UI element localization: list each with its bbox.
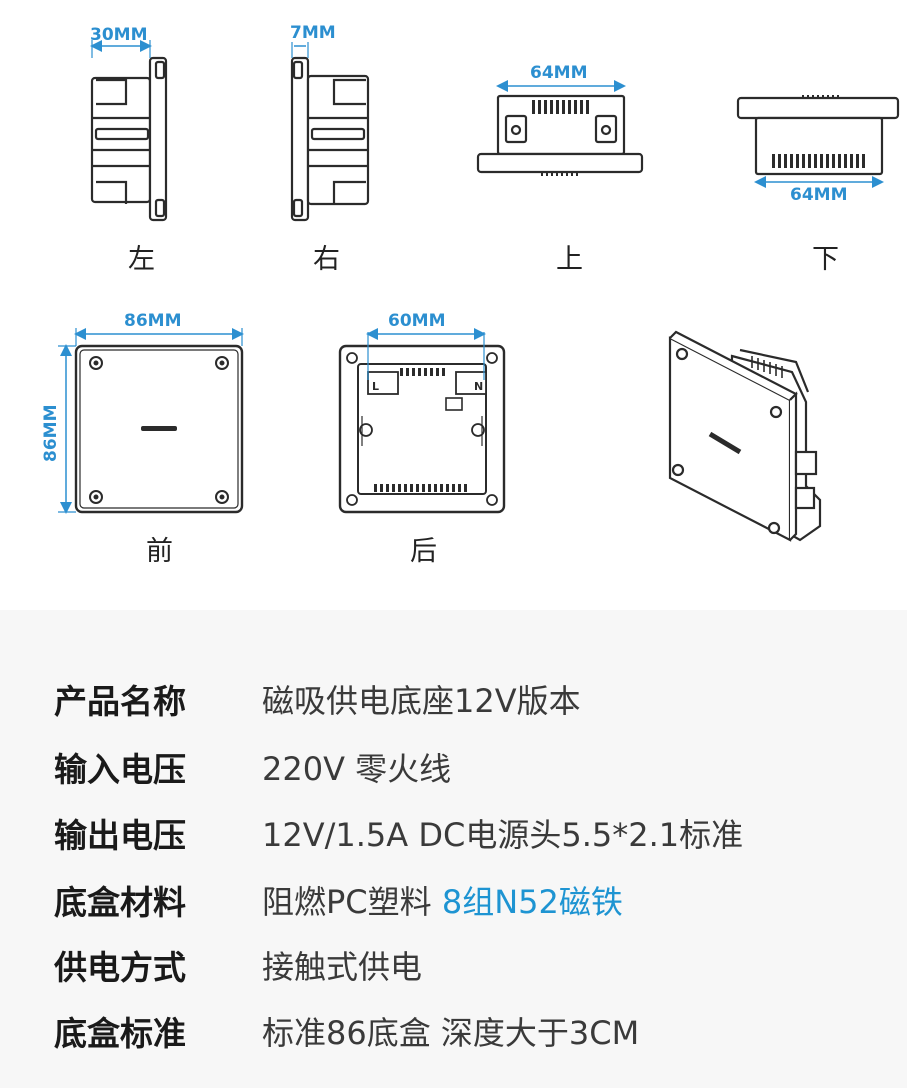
spec-value-accent: 8组N52磁铁 <box>441 883 623 921</box>
terminal-n-label: N <box>474 380 483 393</box>
view-label-left: 左 <box>128 244 155 275</box>
terminal-l-label: L <box>372 380 379 393</box>
spec-value: 12V/1.5A DC电源头5.5*2.1标准 <box>262 816 744 854</box>
view-label-right: 右 <box>313 244 340 275</box>
spec-label: 底盒标准 <box>54 1014 186 1053</box>
spec-value-main: 阻燃PC塑料 <box>262 883 442 921</box>
top-width-label: 64MM <box>530 63 588 83</box>
spec-label: 底盒材料 <box>54 883 186 922</box>
back-width-label: 60MM <box>388 311 446 331</box>
front-width-label: 86MM <box>124 311 182 331</box>
spec-list: 产品名称 磁吸供电底座12V版本 输入电压 220V 零火线 输出电压 12V/… <box>0 610 907 1088</box>
spec-value-with-accent: 阻燃PC塑料 8组N52磁铁 <box>262 877 623 923</box>
front-view <box>74 344 244 514</box>
isometric-view <box>668 330 822 542</box>
right-depth-label: 7MM <box>290 23 336 43</box>
right-depth-dimension: 7MM <box>290 23 336 58</box>
left-depth-label: 30MM <box>90 25 148 45</box>
left-side-view <box>90 56 168 222</box>
spec-value: 标准86底盒 深度大于3CM <box>262 1014 640 1052</box>
front-height-label: 86MM <box>41 405 61 463</box>
spec-label: 输出电压 <box>54 816 186 855</box>
view-label-front: 前 <box>146 536 173 567</box>
left-depth-dimension: 30MM <box>90 25 152 58</box>
right-side-view <box>290 56 370 222</box>
spec-label: 供电方式 <box>54 948 186 987</box>
back-width-dimension: 60MM <box>366 311 486 380</box>
spec-label: 产品名称 <box>54 682 186 721</box>
spec-value: 接触式供电 <box>262 948 423 986</box>
back-view: L N <box>338 344 506 514</box>
front-dimensions: 86MM 86MM <box>41 311 244 514</box>
top-width-dimension: 64MM <box>496 63 626 92</box>
spec-value: 220V 零火线 <box>262 750 452 788</box>
top-view <box>476 94 644 176</box>
view-label-bottom: 下 <box>812 244 839 275</box>
technical-drawing-panel: 30MM 左 7MM 右 <box>32 0 907 610</box>
view-label-top: 上 <box>556 244 583 275</box>
view-label-back: 后 <box>410 536 437 567</box>
spec-value: 磁吸供电底座12V版本 <box>262 682 581 720</box>
spec-label: 输入电压 <box>54 750 186 789</box>
bottom-width-dimension: 64MM <box>754 176 884 205</box>
bottom-view <box>736 95 900 176</box>
bottom-width-label: 64MM <box>790 185 848 205</box>
dimension-drawings: 30MM 左 7MM 右 <box>41 23 900 567</box>
